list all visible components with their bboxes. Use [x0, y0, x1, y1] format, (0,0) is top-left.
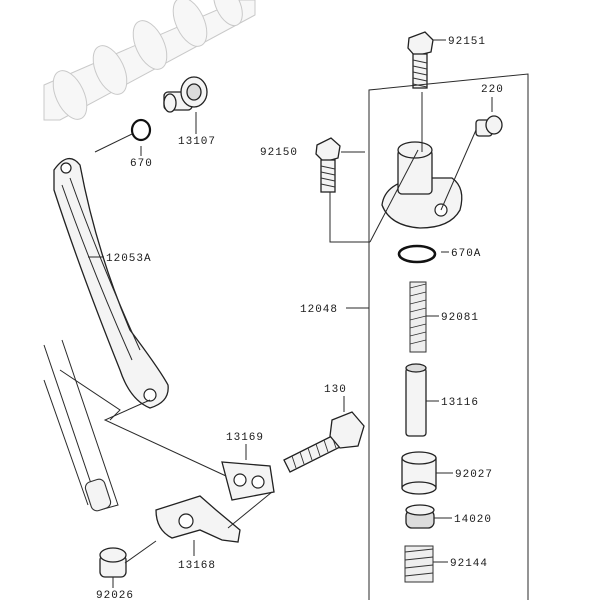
label-92151: 92151 [448, 36, 486, 48]
label-12053A: 12053A [106, 253, 152, 265]
bracket-13169 [221, 461, 275, 501]
chain-guide-12053A [53, 158, 169, 409]
label-220: 220 [481, 84, 504, 96]
label-92026: 92026 [96, 590, 134, 600]
spring-92081 [409, 281, 427, 353]
left-margin [0, 0, 44, 600]
label-130: 130 [324, 384, 347, 396]
part-labels: 92151 220 92150 13107 670 670A 12053A 12… [96, 36, 504, 600]
o-ring-670A [397, 244, 437, 264]
leader-lines [88, 39, 529, 600]
label-92081: 92081 [441, 312, 479, 324]
label-12048: 12048 [300, 304, 338, 316]
label-13169: 13169 [226, 432, 264, 444]
spring-92144 [404, 545, 434, 583]
camshaft-drawing [43, 0, 256, 121]
tensioner-cap-housing [381, 141, 463, 229]
lever-13168 [155, 495, 241, 543]
label-92144: 92144 [450, 558, 488, 570]
cam-chain-drawing [43, 339, 121, 512]
plunger-13116 [405, 363, 427, 437]
bolt-92150 [315, 137, 341, 193]
label-13116: 13116 [441, 397, 479, 409]
bolt-220 [475, 115, 503, 137]
bolt-130 [283, 411, 365, 473]
collar-92026 [99, 547, 127, 578]
label-92150: 92150 [260, 147, 298, 159]
label-13107: 13107 [178, 136, 216, 148]
bolt-92151 [407, 31, 434, 89]
label-92027: 92027 [455, 469, 493, 481]
nut-14020 [405, 504, 435, 529]
label-670: 670 [130, 158, 153, 170]
pin-13107 [163, 76, 208, 113]
label-14020: 14020 [454, 514, 492, 526]
bushing-92027 [401, 451, 437, 495]
label-670A: 670A [451, 248, 481, 260]
label-13168: 13168 [178, 560, 216, 572]
o-ring-670 [130, 118, 152, 142]
